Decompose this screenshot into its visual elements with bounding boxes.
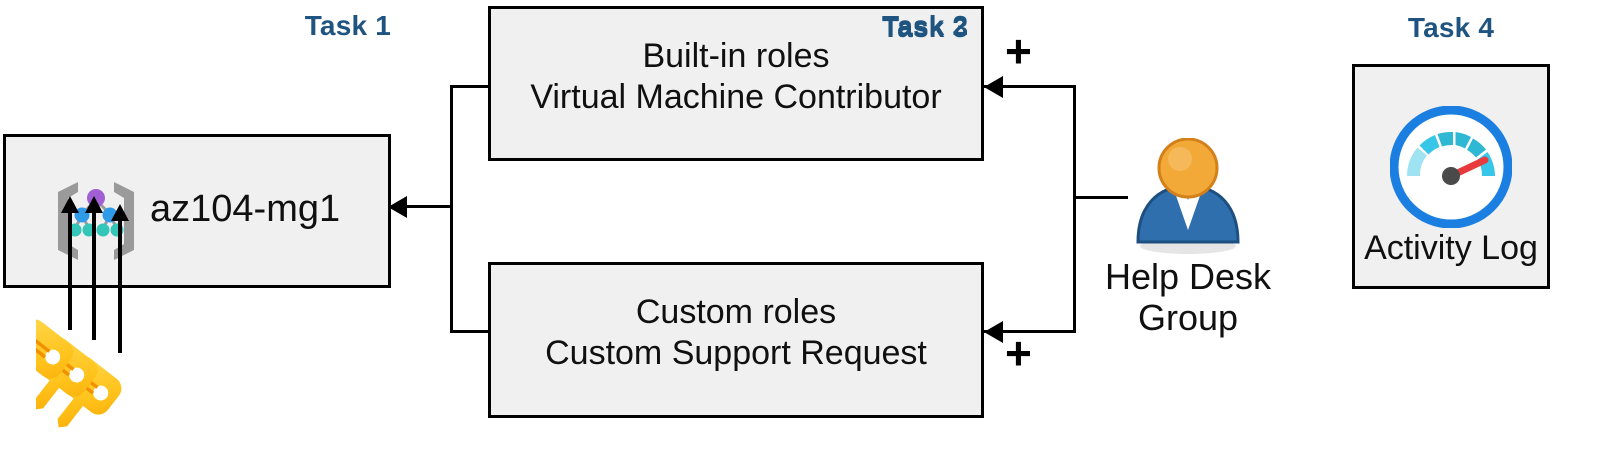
task-3-text-block: Custom roles Custom Support Request [498, 292, 974, 375]
management-group-icon [48, 170, 144, 266]
user-group-icon [1128, 137, 1248, 256]
connector-helpdesk-stub [1073, 196, 1128, 199]
helpdesk-group-label: Help Desk Group [1104, 256, 1272, 339]
gauge-icon [1389, 105, 1513, 229]
task-2-text-block: Built-in roles Virtual Machine Contribut… [498, 36, 974, 119]
connector-helpdesk-to-task2 [984, 85, 1076, 88]
key-arrow-3 [111, 204, 129, 221]
key-line-2 [92, 210, 96, 340]
arrow-into-task2 [984, 76, 1003, 98]
connector-task3-left-stub [450, 330, 491, 333]
task-3-label: Task 3 [882, 12, 969, 43]
connector-helpdesk-to-task3 [984, 330, 1076, 333]
task-2-line-1: Built-in roles [642, 37, 830, 75]
key-arrow-2 [85, 196, 103, 213]
keys-icon [9, 310, 156, 449]
key-line-3 [118, 218, 122, 353]
connector-helpdesk-vertical [1073, 85, 1076, 333]
task-2-box[interactable] [488, 6, 984, 161]
arrow-into-task1 [388, 196, 407, 218]
connector-merge-vertical [450, 85, 453, 333]
task-2-label: Task 2 [882, 10, 969, 41]
arrow-into-task3 [984, 321, 1003, 343]
task-3-line-2: Custom Support Request [545, 334, 927, 373]
task-3-box[interactable] [488, 262, 984, 418]
connector-to-task1 [404, 205, 452, 208]
task-4-label: Task 4 [1407, 12, 1495, 43]
task-3-line-1: Custom roles [635, 293, 837, 331]
key-arrow-1 [61, 196, 79, 213]
task-1-label: Task 1 [304, 10, 391, 41]
key-line-1 [68, 210, 72, 330]
plus-sign-task2: + [1005, 25, 1032, 77]
task-4-text: Activity Log [1364, 229, 1538, 267]
task-1-text: az104-mg1 [150, 188, 341, 230]
plus-sign-task3: + [1005, 327, 1032, 379]
connector-task2-left-stub [450, 85, 491, 88]
task-2-line-2: Virtual Machine Contributor [530, 78, 942, 117]
